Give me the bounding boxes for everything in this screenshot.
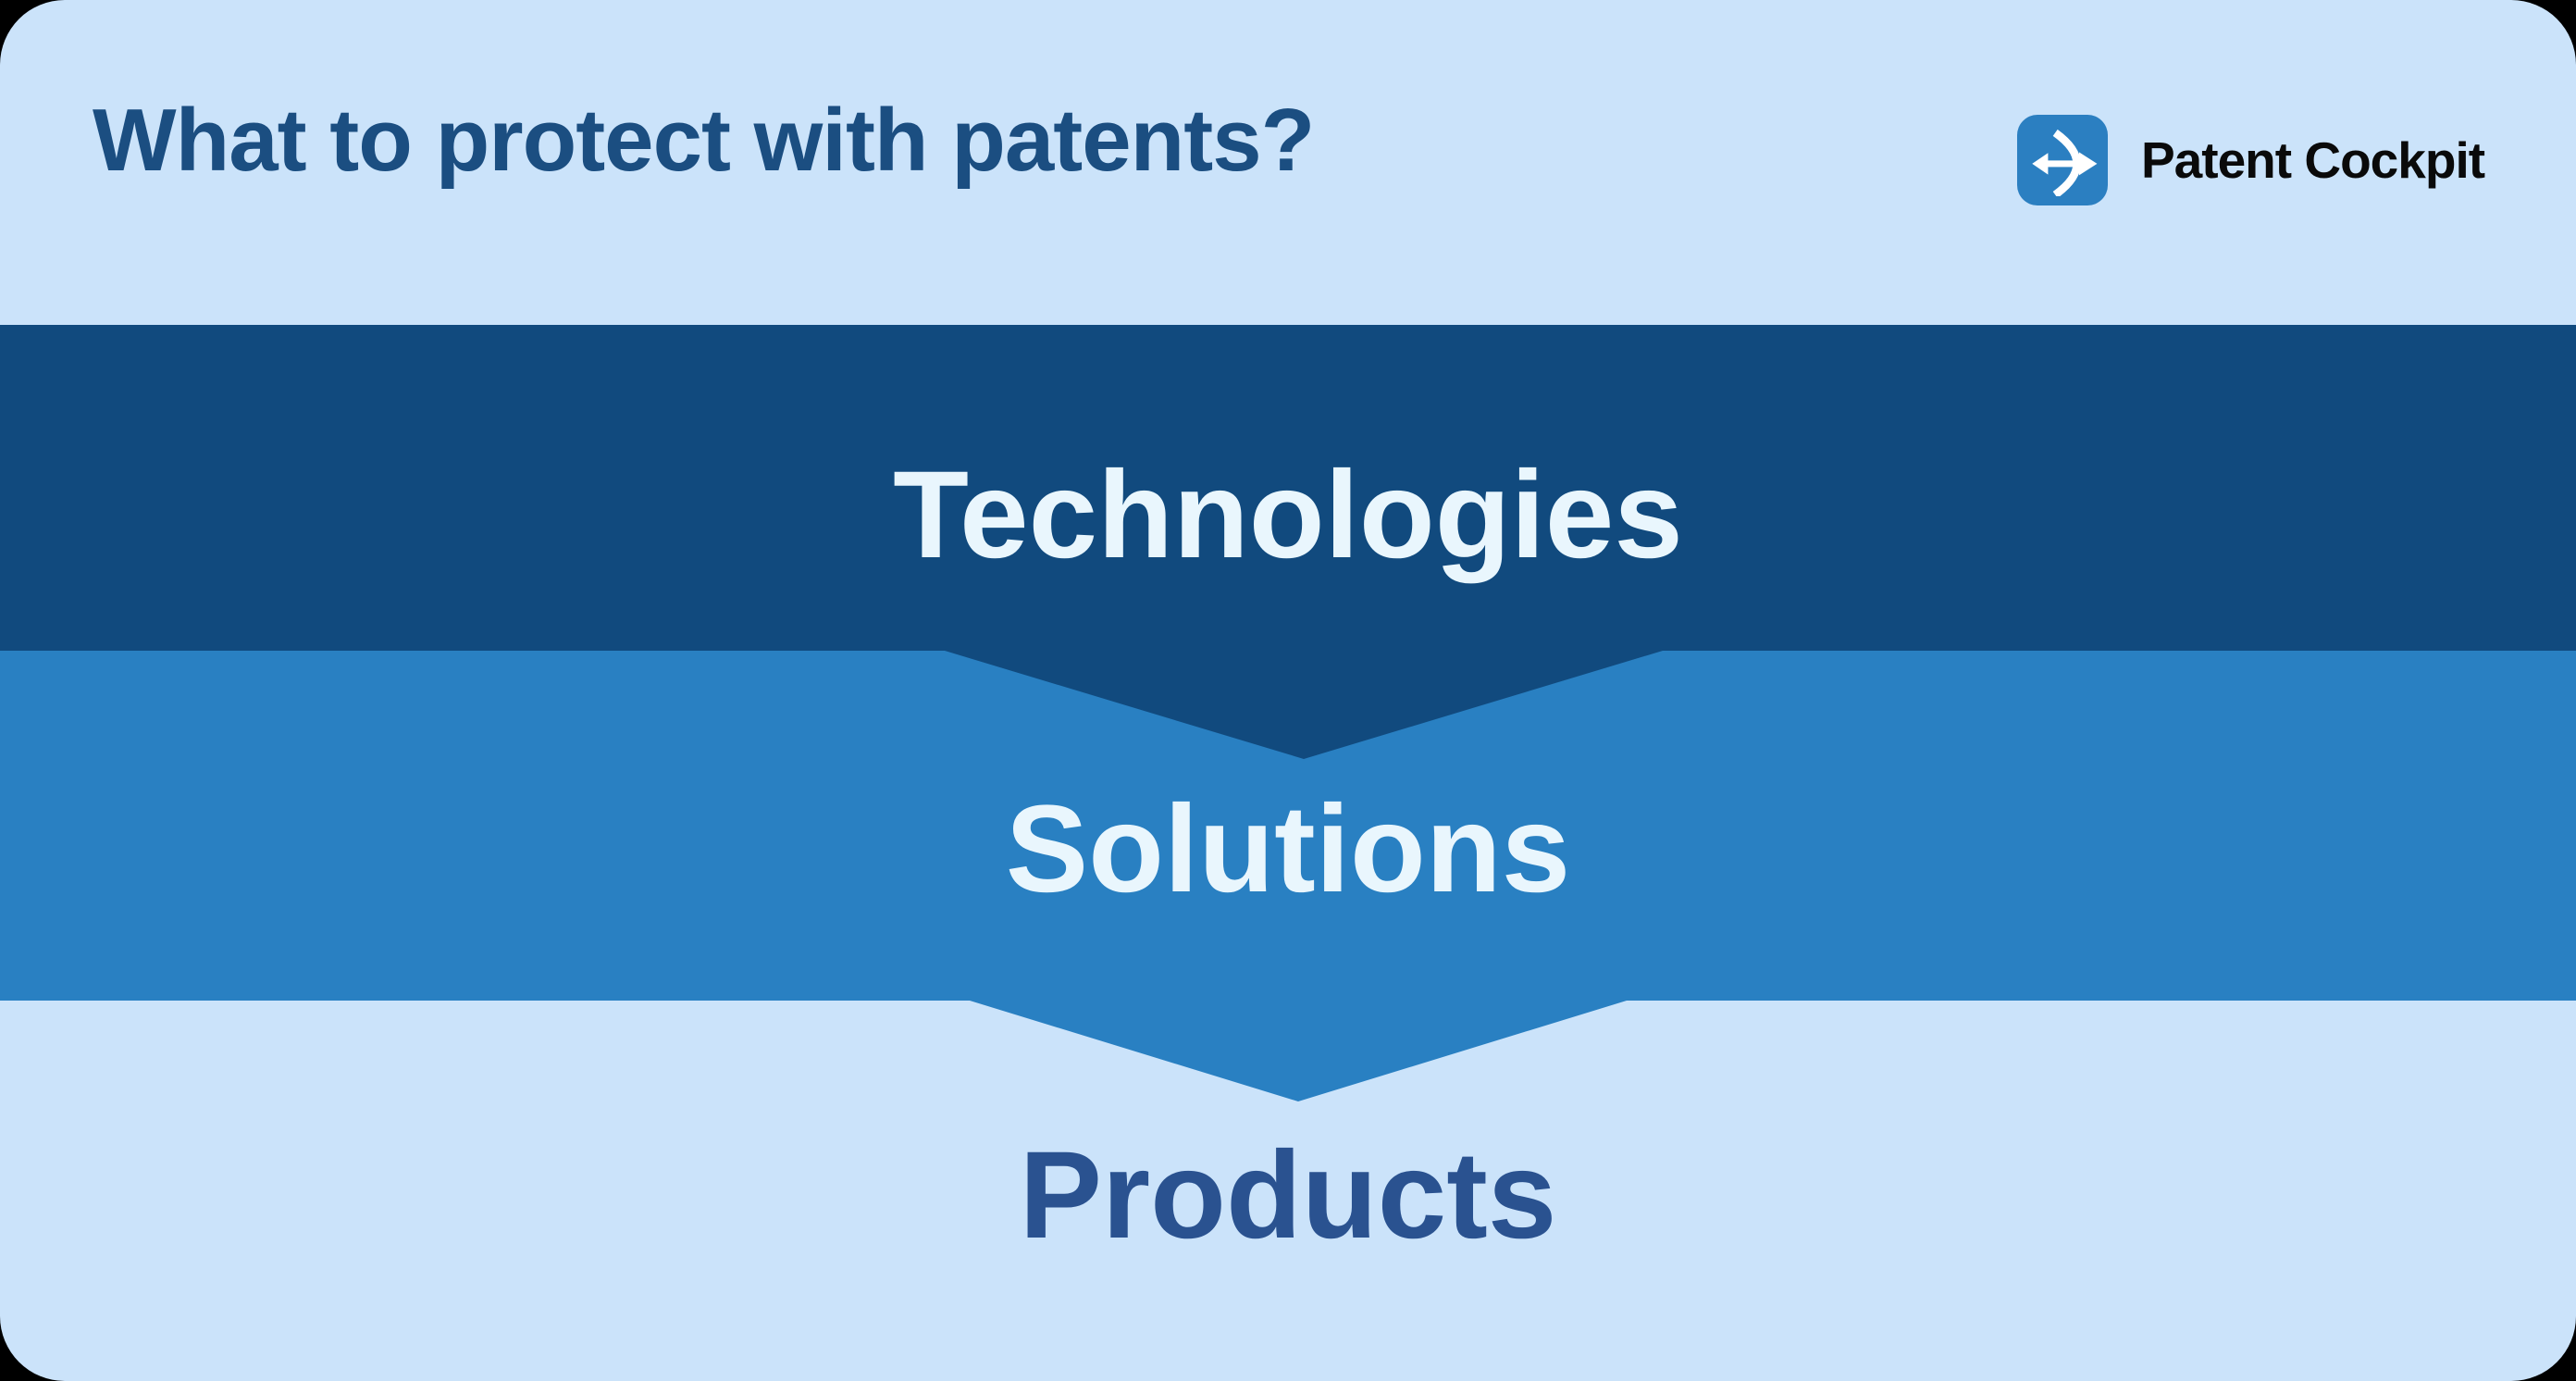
funnel-label-solutions: Solutions (1005, 780, 1571, 918)
brand-logo: Patent Cockpit (2017, 115, 2485, 205)
page-title: What to protect with patents? (93, 91, 1315, 190)
funnel-label-technologies: Technologies (893, 446, 1683, 584)
bow-arrow-icon (2017, 115, 2108, 205)
funnel-label-products: Products (1019, 1126, 1557, 1264)
brand-name: Patent Cockpit (2141, 131, 2485, 189)
